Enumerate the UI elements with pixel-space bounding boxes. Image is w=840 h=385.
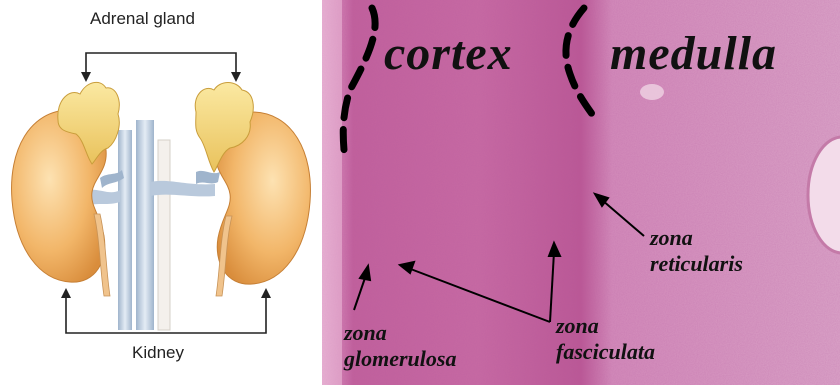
adrenal-gland-label: Adrenal gland: [90, 9, 195, 29]
zona-fasciculata-line2: fasciculata: [556, 339, 655, 365]
adrenal-bracket: [81, 53, 241, 82]
zona-glomerulosa-line1: zona: [344, 320, 456, 346]
medulla-title: medulla: [610, 26, 777, 81]
cortex-title: cortex: [384, 26, 513, 81]
zona-reticularis-label: zona reticularis: [650, 225, 743, 277]
zona-reticularis-line1: zona: [650, 225, 743, 251]
kidney-label: Kidney: [132, 343, 184, 363]
zona-glomerulosa-label: zona glomerulosa: [344, 320, 456, 372]
zona-fasciculata-label: zona fasciculata: [556, 313, 655, 365]
central-vessels: [118, 120, 170, 330]
zona-glomerulosa-line2: glomerulosa: [344, 346, 456, 372]
zona-reticularis-line2: reticularis: [650, 251, 743, 277]
adrenal-histology-micrograph: cortex medulla zona glomerulosa zona fas…: [322, 0, 840, 385]
zona-fasciculata-line1: zona: [556, 313, 655, 339]
capsule-edge: [322, 0, 342, 385]
medullary-lumen-small: [640, 84, 664, 100]
kidney-adrenal-illustration: Adrenal gland Kidney: [0, 0, 322, 385]
kidney-diagram-svg: [0, 0, 322, 385]
